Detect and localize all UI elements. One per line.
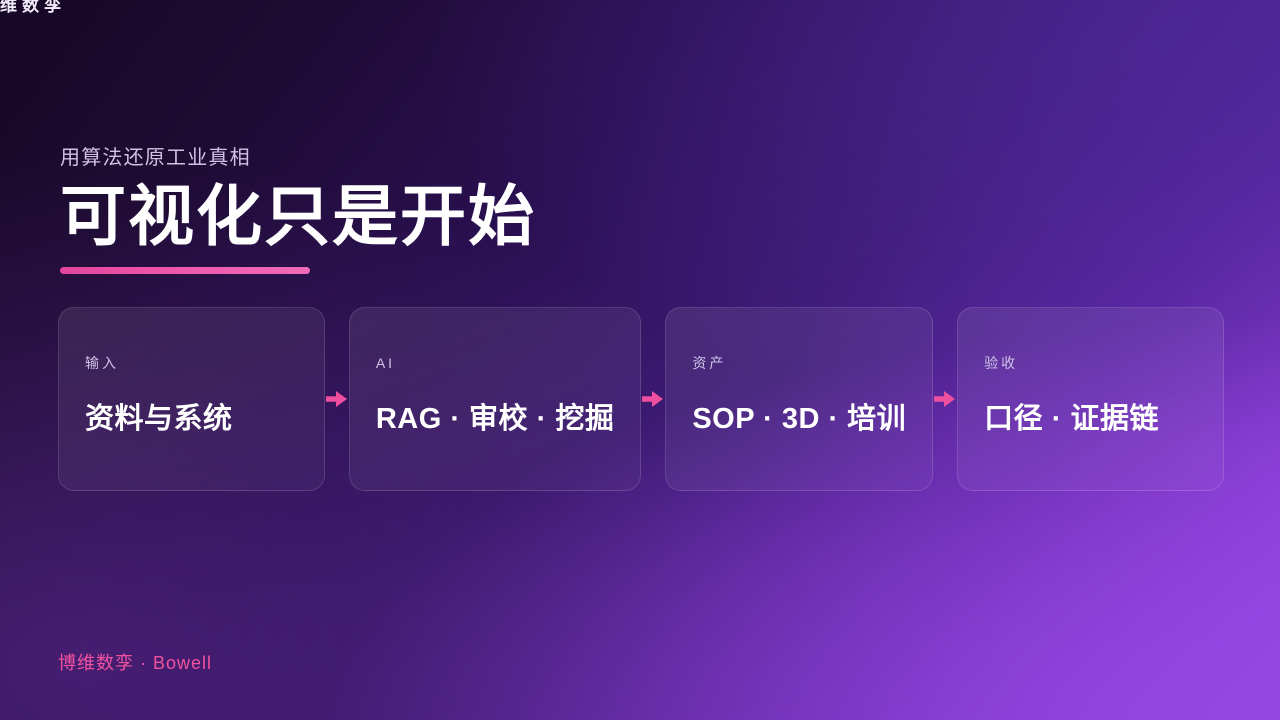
title-accent-bar (60, 266, 310, 274)
card-label: 验收 (984, 355, 1019, 371)
eyebrow-text: 用算法还原工业真相 (60, 147, 251, 169)
page-title: 可视化只是开始 (60, 179, 536, 253)
card-title: 口径 · 证据链 (984, 403, 1159, 435)
card-label: AI (375, 355, 396, 371)
card-title: RAG · 审校 · 挖掘 (375, 403, 615, 435)
card-label: 资产 (692, 355, 727, 371)
arrow-right-icon (934, 391, 956, 407)
footer-brand: 博维数孪 · Bowell (58, 653, 213, 673)
card-label: 输入 (85, 355, 119, 371)
pipeline-row: 输入 资料与系统 AI RAG · 审校 · 挖掘 资产 SOP · 3D · … (58, 307, 1224, 491)
pipeline-card-acceptance[interactable]: 验收 口径 · 证据链 (957, 307, 1224, 491)
pipeline-card-ai[interactable]: AI RAG · 审校 · 挖掘 (348, 307, 642, 491)
pipeline-connector-3 (933, 307, 957, 491)
arrow-right-icon (642, 391, 664, 407)
pipeline-card-input[interactable]: 输入 资料与系统 (58, 307, 325, 491)
pipeline-connector-2 (641, 307, 665, 491)
card-title: 资料与系统 (85, 403, 233, 435)
headline-block: 用算法还原工业真相 可视化只是开始 (60, 146, 536, 274)
pipeline-card-asset[interactable]: 资产 SOP · 3D · 培训 (665, 307, 934, 491)
arrow-right-icon (325, 391, 347, 407)
brand-watermark: 博维数孪 (0, 0, 66, 15)
card-title: SOP · 3D · 培训 (692, 403, 907, 435)
pipeline-connector-1 (325, 307, 349, 491)
